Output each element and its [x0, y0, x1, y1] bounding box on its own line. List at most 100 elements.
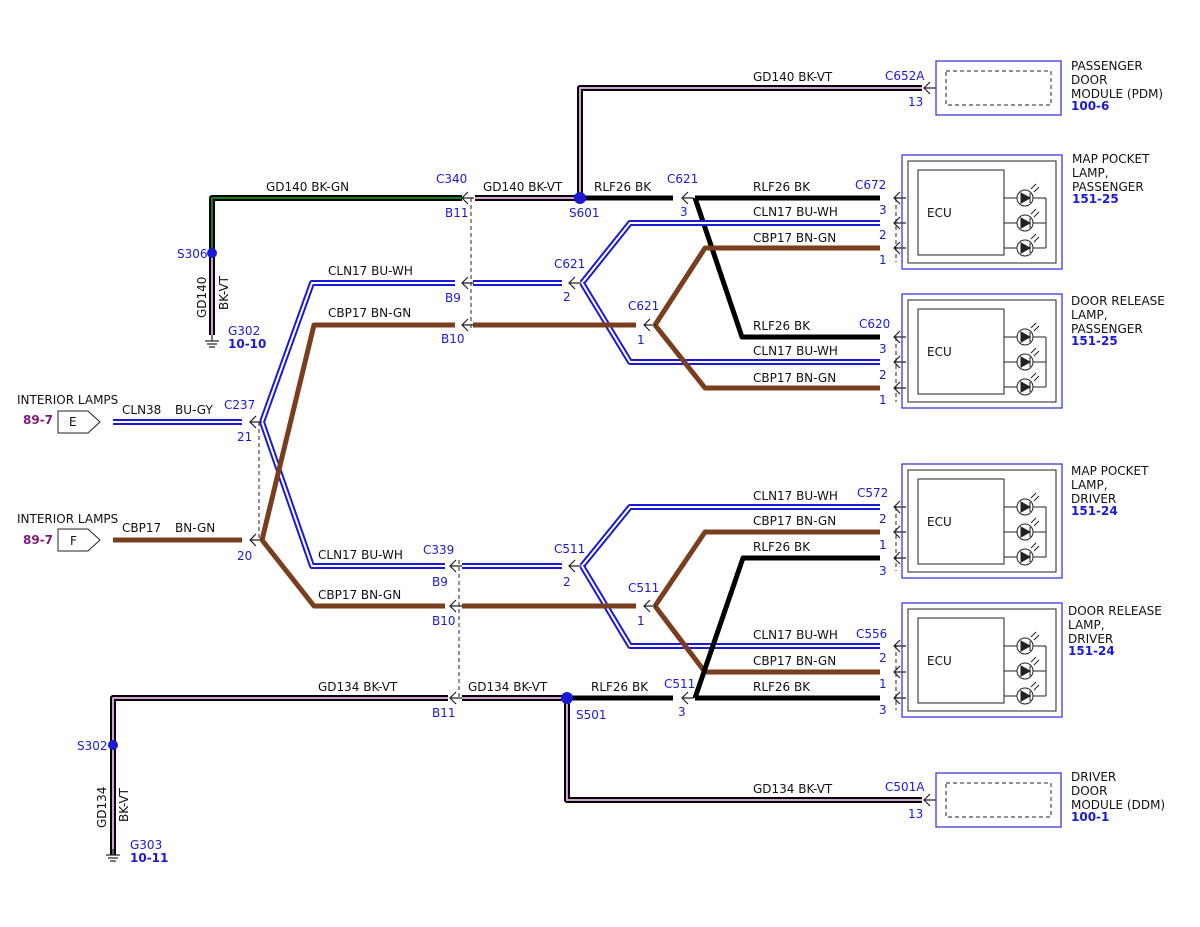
wire-label: CBP17 BN-GN: [328, 306, 411, 320]
f-pin: 20: [237, 549, 252, 563]
light-ray-icon: [1030, 208, 1040, 218]
g303-wire: GD134: [95, 787, 109, 828]
splice-s501: [561, 692, 573, 704]
g302-wire: GD140: [195, 277, 209, 318]
map-drv-ecu: ECU: [927, 515, 952, 529]
interior-lamps-e-title: INTERIOR LAMPS: [17, 393, 118, 407]
door-pass-connector: C620: [859, 317, 890, 331]
wire-cbp17-20-down: [260, 538, 445, 609]
wire-label: GD134 BK-VT: [468, 680, 548, 694]
wire-label: CBP17 BN-GN: [753, 514, 836, 528]
splice-s306: [207, 248, 217, 258]
diode-icon: [1020, 526, 1032, 538]
wires: [110, 85, 922, 855]
s302-label: S302: [77, 739, 108, 753]
door-drv-line-1: DOOR RELEASE: [1068, 604, 1162, 618]
door-drv-line-2: LAMP,: [1068, 618, 1105, 632]
wire-label: CLN17 BU-WH: [753, 489, 838, 503]
wire-gd140-bkgn: [209, 195, 462, 253]
interior-lamps-e-color: BU-GY: [175, 403, 213, 417]
wire-label: GD140 BK-VT: [753, 70, 833, 84]
map-pass-pin-b: 2: [879, 228, 887, 242]
wire-label: GD134 BK-VT: [318, 680, 398, 694]
door-pass-ecu: ECU: [927, 345, 952, 359]
connector-label: B10: [441, 332, 465, 346]
splice-s302: [108, 740, 118, 750]
splice-s601: [574, 192, 586, 204]
door-pass-pin-c: 1: [879, 393, 887, 407]
light-ray-icon: [1030, 347, 1040, 357]
wire-label: GD134 BK-VT: [753, 782, 833, 796]
wire-gd134-ddm: [564, 698, 922, 803]
wire-cln17-c237-down: [259, 421, 445, 569]
map-pass-pin-c: 1: [879, 253, 887, 267]
connector-label: C621: [628, 299, 659, 313]
g302-id: G302: [228, 324, 260, 338]
wire-label: CLN17 BU-WH: [753, 344, 838, 358]
wire-label: RLF26 BK: [591, 680, 649, 694]
wire-label: CLN17 BU-WH: [328, 264, 413, 278]
interior-lamps-f-ref: 89-7: [23, 533, 53, 547]
light-ray-icon: [1030, 517, 1040, 527]
g303-color: BK-VT: [117, 787, 131, 822]
light-ray-icon: [1030, 183, 1040, 193]
g303-ref: 10-11: [130, 851, 168, 865]
wire-label: RLF26 BK: [753, 680, 811, 694]
s306-label: S306: [177, 247, 208, 261]
interior-lamps-e-ref: 89-7: [23, 413, 53, 427]
connector-label: B9: [432, 575, 448, 589]
ground-symbols: [106, 335, 219, 862]
map-pass-ref: 151-25: [1072, 192, 1119, 206]
map-pass-line-2: LAMP,: [1072, 166, 1109, 180]
tag-f-shape: [57, 528, 101, 552]
ddm-line-2: DOOR: [1071, 784, 1107, 798]
connector-label: 2: [563, 575, 571, 589]
wire-cbp17-20-up: [259, 322, 455, 541]
map-drv-ref: 151-24: [1071, 504, 1118, 518]
ground-icon: [106, 849, 120, 862]
wire-label: RLF26 BK: [594, 180, 652, 194]
map-pass-line-3: PASSENGER: [1072, 180, 1144, 194]
pdm-connector: C652A: [885, 69, 925, 83]
wire-cbp17-c672: [652, 245, 880, 327]
pdm-pin: 13: [908, 95, 923, 109]
wire-label: RLF26 BK: [753, 319, 811, 333]
light-ray-icon: [1030, 631, 1040, 641]
door-drv-pin-b: 1: [879, 677, 887, 691]
wire-cbp17-c572: [652, 529, 880, 608]
wire-cbp17-c620: [653, 323, 880, 391]
g302-color: BK-VT: [217, 275, 231, 310]
connector-arrows: [249, 81, 936, 807]
interior-lamps-f-tag: F: [70, 534, 77, 548]
connector-label: B10: [432, 614, 456, 628]
connector-label: 1: [637, 614, 645, 628]
wire-label: CLN17 BU-WH: [753, 628, 838, 642]
door-drv-connector: C556: [856, 627, 887, 641]
module-map-pocket-passenger: [901, 154, 1063, 270]
diode-icon: [1020, 501, 1032, 513]
text-layer: PASSENGER DOOR MODULE (PDM) 100-6 C652A …: [17, 59, 1165, 865]
wire-label: RLF26 BK: [753, 540, 811, 554]
connector-label: S501: [576, 708, 607, 722]
wire-label: RLF26 BK: [753, 180, 811, 194]
light-ray-icon: [1030, 322, 1040, 332]
wire-label: CLN17 BU-WH: [753, 205, 838, 219]
door-pass-ref: 151-25: [1071, 334, 1118, 348]
wire-label: CBP17 BN-GN: [753, 371, 836, 385]
door-drv-pin-a: 2: [879, 651, 887, 665]
connector-label: B9: [445, 291, 461, 305]
wire-rlf26-c620: [692, 197, 880, 340]
connector-label: 2: [563, 290, 571, 304]
connector-label: 1: [637, 333, 645, 347]
door-drv-ecu: ECU: [927, 654, 952, 668]
led-icons: [1004, 183, 1047, 705]
ddm-line-3: MODULE (DDM): [1071, 798, 1165, 812]
connector-tags: [57, 410, 101, 552]
diode-icon: [1020, 242, 1032, 254]
pdm-ref: 100-6: [1071, 99, 1109, 113]
pdm-line-2: DOOR: [1071, 73, 1107, 87]
wire-label: GD140 BK-GN: [266, 180, 349, 194]
light-ray-icon: [1030, 656, 1040, 666]
module-boxes: [901, 60, 1063, 828]
map-pass-line-1: MAP POCKET: [1072, 152, 1150, 166]
